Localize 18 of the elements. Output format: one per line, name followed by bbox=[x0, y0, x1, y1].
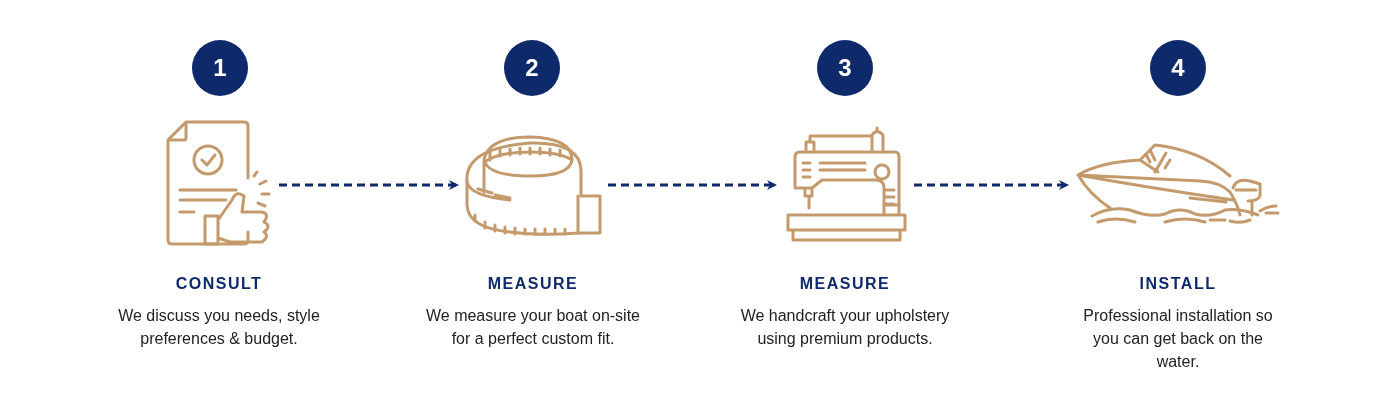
step-description: We measure your boat on-site for a perfect custom fit. bbox=[425, 306, 641, 349]
step-description: We discuss you needs, style preferences & budget. bbox=[117, 306, 321, 349]
step-description: We handcraft your upholstery using premium products. bbox=[739, 306, 951, 349]
step-heading: INSTALL bbox=[1138, 275, 1218, 293]
tape-measure-drawing bbox=[464, 134, 602, 236]
step-number-badge: 4 bbox=[1150, 40, 1206, 96]
step-number-badge: 3 bbox=[817, 40, 873, 96]
step-heading: CONSULT bbox=[174, 275, 264, 293]
step-description: Professional installation so you can get back on the water. bbox=[1082, 306, 1274, 372]
step-number-badge: 1 bbox=[192, 40, 248, 96]
dashed-arrow bbox=[279, 180, 459, 190]
dashed-arrow bbox=[608, 180, 777, 190]
dashed-arrow bbox=[914, 180, 1069, 190]
document-approval-drawing bbox=[165, 120, 273, 248]
step-heading: MEASURE bbox=[486, 275, 580, 293]
step-heading: MEASURE bbox=[798, 275, 892, 293]
speedboat-drawing bbox=[1074, 141, 1282, 226]
step-number-badge: 2 bbox=[504, 40, 560, 96]
